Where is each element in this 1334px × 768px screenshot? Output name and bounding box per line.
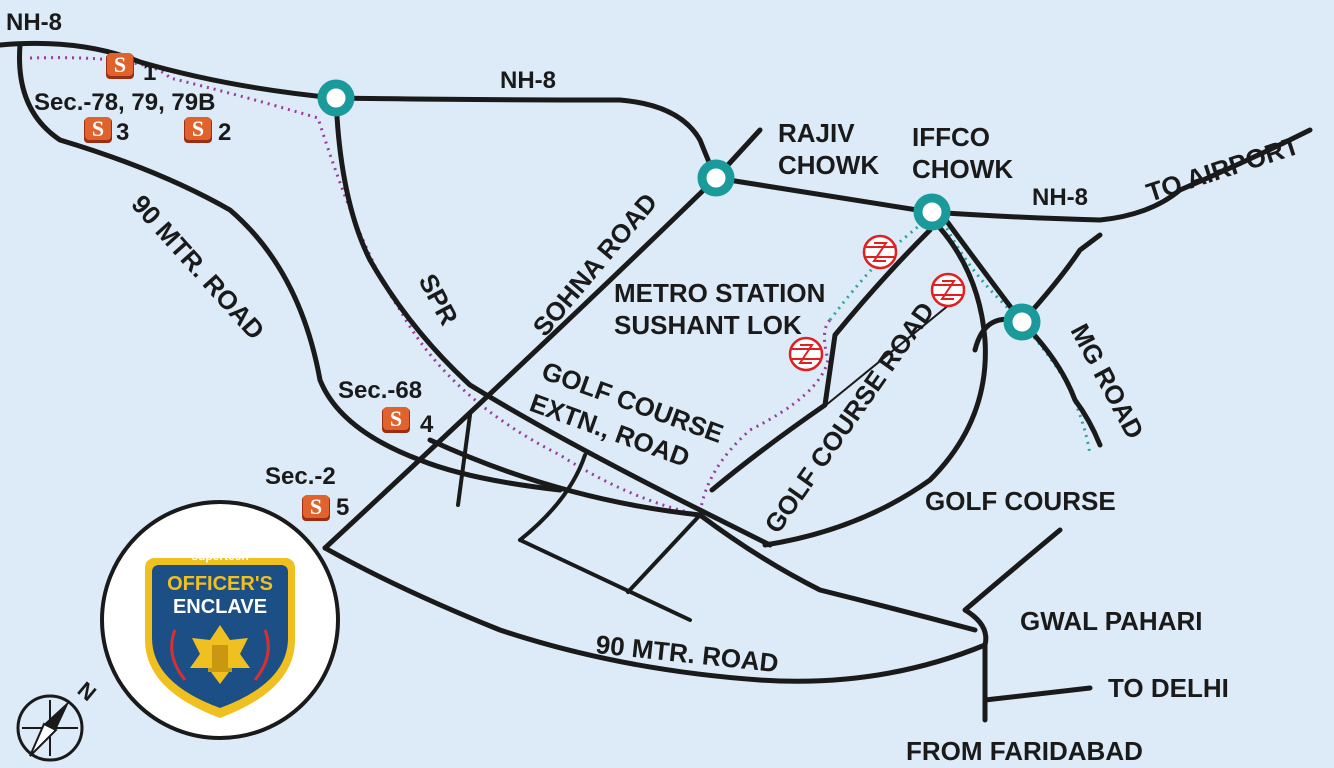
marker-number-5: 5 — [336, 494, 349, 521]
marker-number-2: 2 — [218, 119, 231, 146]
star-badge-icon — [190, 625, 250, 684]
laurel-icon — [170, 629, 270, 681]
dotted-route — [29, 56, 832, 517]
label-iffco-chowk: CHOWK — [912, 154, 1013, 184]
label-metro-station: METRO STATION — [614, 278, 825, 308]
roundabout-rajiv-chowk — [697, 159, 735, 197]
metro-station-icon — [862, 234, 898, 270]
roundabout-spr — [317, 79, 355, 117]
label-from-faridabad: FROM FARIDABAD — [906, 736, 1143, 766]
metro-station-icon — [930, 272, 966, 308]
label-golf-course: GOLF COURSE — [925, 486, 1116, 516]
label-nh8-topleft: NH-8 — [6, 9, 62, 36]
logo-line2: ENCLAVE — [173, 596, 267, 618]
marker-number-4: 4 — [420, 411, 434, 438]
supertech-s-icon — [184, 116, 212, 143]
marker-number-3: 3 — [116, 119, 129, 146]
supertech-s-icon — [302, 494, 330, 521]
label-spr: SPR — [413, 269, 465, 330]
roads — [0, 40, 1313, 723]
label-nh8-right: NH-8 — [1032, 184, 1088, 211]
roundabout-mg-road — [1003, 303, 1041, 341]
label-gwal-pahari: GWAL PAHARI — [1020, 606, 1202, 636]
label-sec-2: Sec.-2 — [265, 463, 336, 490]
roundabout-iffco-chowk — [913, 193, 951, 231]
label-sushant-lok: SUSHANT LOK — [614, 310, 802, 340]
label-90-mtr-road-left: 90 MTR. ROAD — [126, 189, 271, 345]
supertech-s-icon — [382, 406, 410, 433]
marker-number-1: 1 — [143, 59, 156, 86]
label-to-delhi: TO DELHI — [1108, 673, 1229, 703]
compass-icon: N — [16, 677, 101, 762]
logo-brand: supertech — [191, 549, 248, 563]
project-logo: supertech OFFICER'S ENCLAVE — [100, 500, 340, 740]
label-rajiv-chowk: CHOWK — [778, 150, 879, 180]
compass-north-label: N — [73, 677, 101, 706]
label-sec-68: Sec.-68 — [338, 377, 422, 404]
label-mg-road: MG ROAD — [1065, 319, 1150, 444]
logo-line1: OFFICER'S — [167, 573, 273, 595]
supertech-s-icon — [106, 52, 134, 79]
label-iffco: IFFCO — [912, 122, 990, 152]
label-rajiv: RAJIV — [778, 118, 855, 148]
roundabouts — [317, 79, 1041, 341]
metro-station-icon — [788, 336, 824, 372]
label-nh8-top: NH-8 — [500, 67, 556, 94]
supertech-s-icon — [84, 116, 112, 143]
label-sec-78: Sec.-78, 79, 79B — [34, 89, 215, 116]
label-to-airport: TO AIRPORT — [1143, 130, 1304, 208]
